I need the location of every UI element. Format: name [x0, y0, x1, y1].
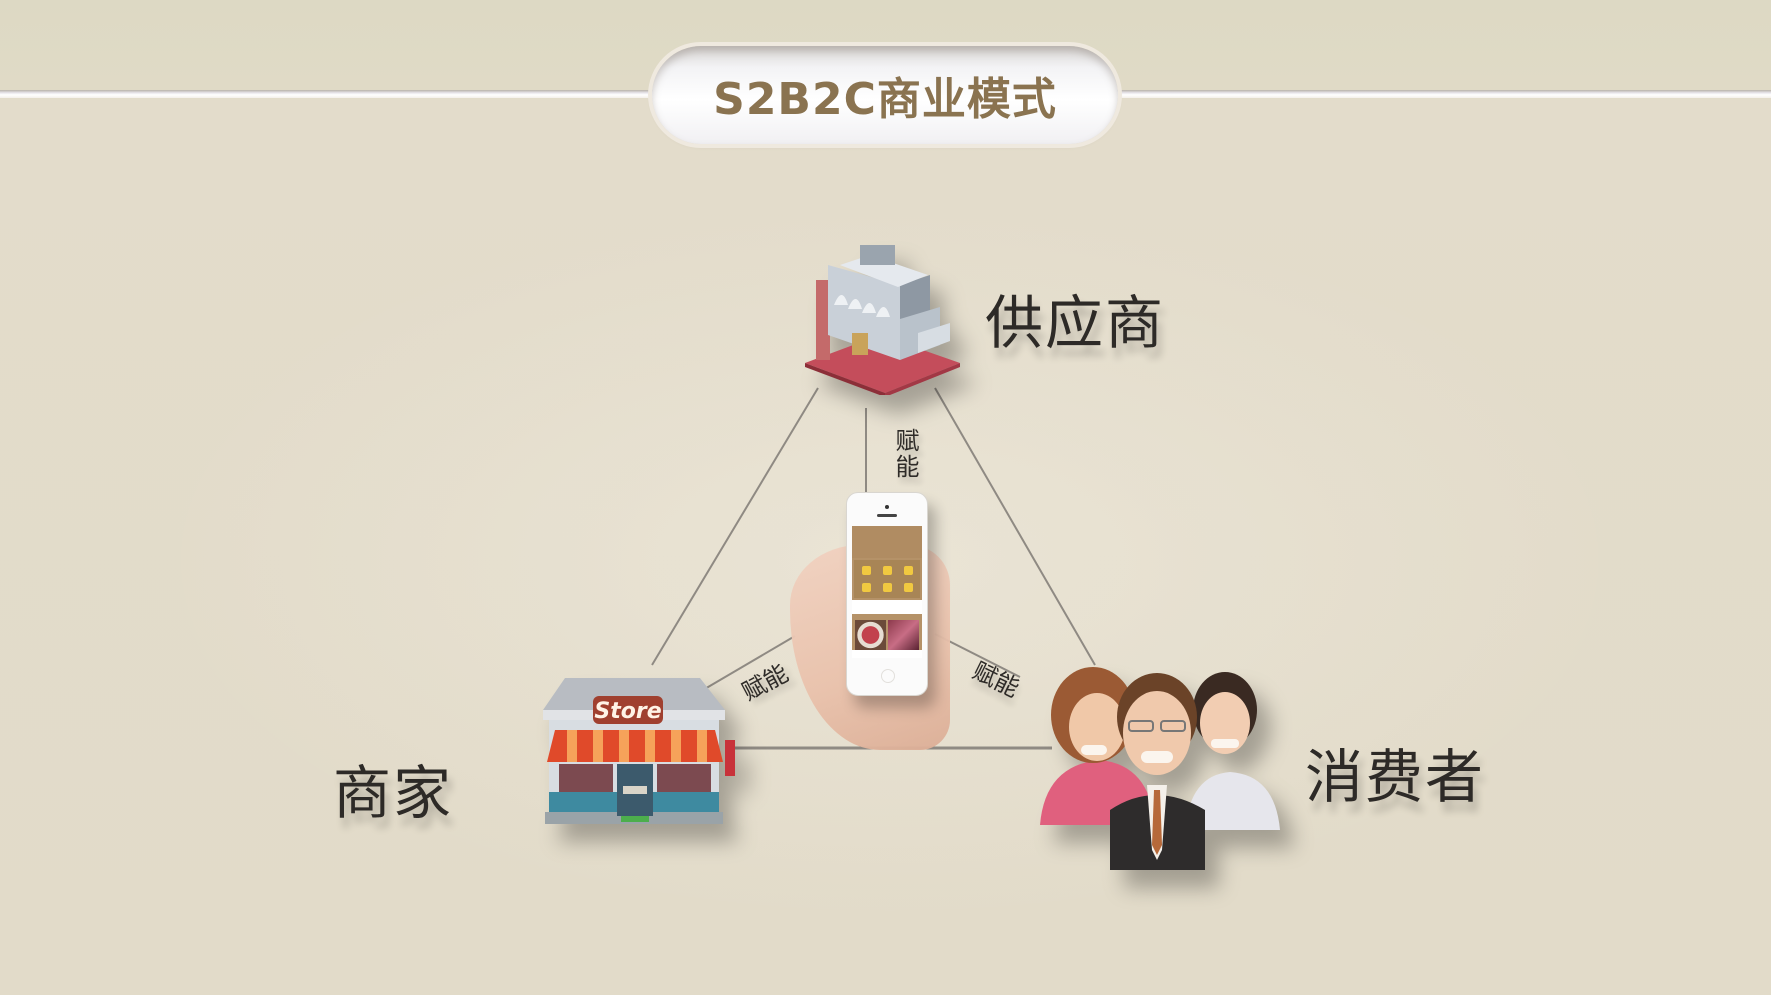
edge-platform-merchant — [702, 635, 796, 691]
phone-camera — [885, 505, 889, 509]
supplier-node — [800, 245, 965, 399]
consumer-label: 消费者 — [1305, 743, 1486, 811]
store-icon: Store — [543, 678, 735, 824]
edge-supplier-consumer — [934, 387, 1096, 666]
merchant-node: Store — [535, 670, 735, 834]
factory-icon — [805, 245, 960, 397]
supplier-label: 供应商 — [985, 289, 1166, 357]
consumer-node — [1035, 655, 1285, 874]
phone-speaker — [877, 514, 897, 517]
title-banner: S2B2C商业模式 — [652, 46, 1118, 144]
smartphone-app-icon — [846, 492, 928, 696]
merchant-label: 商家 — [333, 759, 454, 827]
phone-home-button — [881, 669, 895, 683]
page-title: S2B2C商业模式 — [713, 74, 1057, 125]
store-sign: Store — [594, 699, 661, 724]
phone-screen — [852, 526, 922, 658]
people-group-icon — [1040, 667, 1280, 870]
edge-supplier-merchant — [651, 387, 819, 666]
empower-label-top: 赋能 — [891, 428, 919, 480]
